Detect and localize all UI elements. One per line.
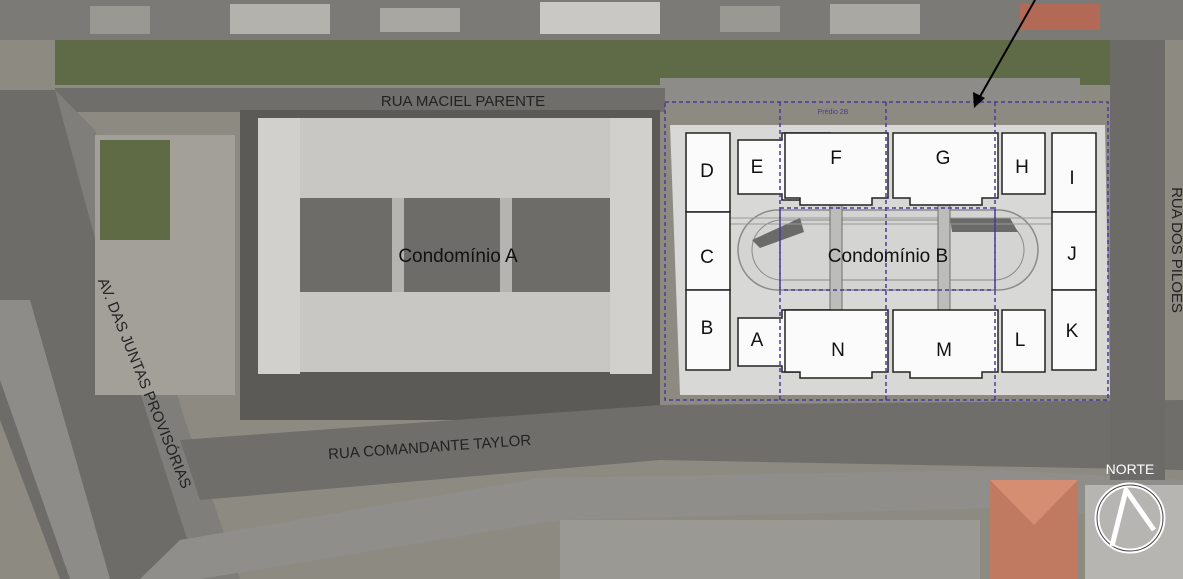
block-label-e: E (751, 157, 764, 178)
block-label-c: C (700, 247, 714, 268)
condominium-b-label: Condomínio B (828, 246, 948, 267)
block-label-h: H (1015, 157, 1029, 178)
condominium-a-complex (240, 110, 660, 420)
block-label-i: I (1069, 168, 1074, 189)
condominium-b-site (664, 101, 1110, 401)
vegetation-strip (55, 40, 1115, 85)
north-buildings (0, 0, 1183, 40)
block-label-d: D (700, 161, 714, 182)
elevated-road (140, 470, 1183, 579)
block-label-l: L (1015, 330, 1026, 351)
block-label-m: M (936, 340, 952, 361)
block-label-f: F (830, 148, 842, 169)
grid-label: Prédio 2B (818, 109, 849, 116)
block-label-k: K (1066, 321, 1079, 342)
block-label-g: G (936, 148, 951, 169)
block-label-j: J (1067, 244, 1077, 265)
compass-label: NORTE (1106, 461, 1155, 477)
condominium-a-label: Condomínio A (398, 246, 518, 267)
east-street (1110, 40, 1165, 480)
leader-arrow (973, 0, 1036, 108)
north-street (55, 88, 665, 112)
block-label-a: A (751, 330, 764, 351)
north-arrow-icon (1094, 482, 1166, 554)
south-street (180, 400, 1183, 500)
street-label-north: RUA MACIEL PARENTE (381, 93, 545, 110)
block-label-b: B (701, 318, 714, 339)
block-label-n: N (831, 340, 845, 361)
street-label-east: RUA DOS PILÕES (1168, 187, 1183, 313)
